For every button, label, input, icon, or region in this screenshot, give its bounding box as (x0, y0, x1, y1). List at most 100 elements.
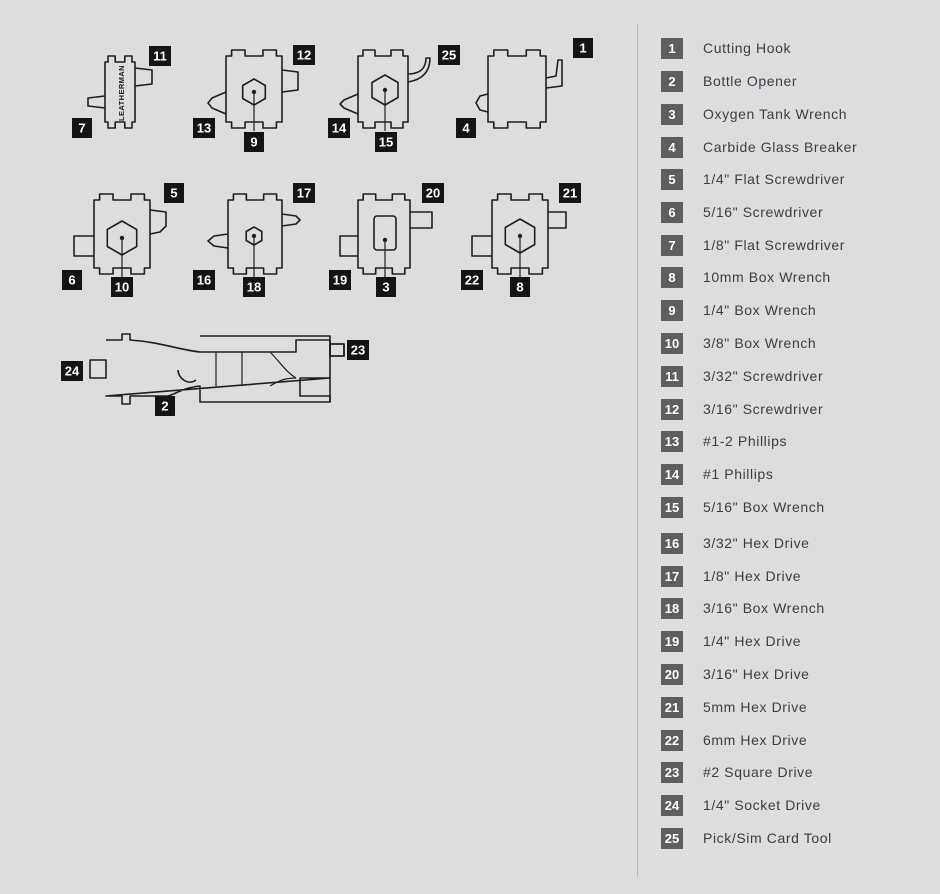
legend-label: 3/32" Hex Drive (703, 535, 810, 551)
legend-number: 19 (661, 630, 683, 652)
bottle-opener-frame (200, 335, 331, 402)
legend-item: 3 Oxygen Tank Wrench (661, 103, 847, 125)
legend-number: 22 (661, 729, 683, 751)
callout-number: 15 (379, 135, 393, 150)
callout-badge: 8 (510, 277, 530, 297)
callout-badge-bg (573, 38, 593, 58)
callout-badge-bg (328, 118, 350, 138)
hex-drive-tip (339, 235, 358, 257)
callout-number: 20 (426, 186, 440, 201)
tool-detail-line (269, 377, 297, 387)
legend-label: Carbide Glass Breaker (703, 139, 858, 155)
socket-drive-tip (89, 359, 107, 379)
legend-label: 3/8" Box Wrench (703, 335, 817, 351)
tool-body-e (93, 193, 151, 275)
callout-badge: 6 (62, 270, 82, 290)
callout-number: 23 (351, 343, 365, 358)
callout-badge: 23 (347, 340, 369, 360)
callout-badge-bg (155, 396, 175, 416)
callout-badge-bg (510, 277, 530, 297)
callout-badge: 7 (72, 118, 92, 138)
callout-number: 14 (332, 121, 347, 136)
legend-number: 12 (661, 398, 683, 420)
callout-badge-bg (193, 118, 215, 138)
legend-number: 7 (661, 234, 683, 256)
callout-badge: 20 (422, 183, 444, 203)
legend-label: 5mm Hex Drive (703, 699, 808, 715)
callout-badge-bg (375, 132, 397, 152)
callout-badge: 24 (61, 361, 83, 381)
legend-label: 3/16" Box Wrench (703, 600, 825, 616)
legend-number: 15 (661, 496, 683, 518)
bottle-opener-tool (105, 333, 345, 405)
legend-label: 6mm Hex Drive (703, 732, 808, 748)
hex-drive-tip (471, 235, 492, 257)
callout-badge: 5 (164, 183, 184, 203)
hex-drive-tip (281, 213, 301, 227)
pick-tool (407, 57, 431, 83)
legend-item: 10 3/8" Box Wrench (661, 332, 816, 354)
legend-item: 23#2 Square Drive (661, 761, 813, 783)
legend-number: 11 (661, 365, 683, 387)
legend-label: 1/4" Flat Screwdriver (703, 171, 846, 187)
callout-badge: 21 (559, 183, 581, 203)
legend-label: 1/4" Box Wrench (703, 302, 817, 318)
legend-item: 22 6mm Hex Drive (661, 729, 807, 751)
legend-item: 13#1-2 Phillips (661, 430, 787, 452)
legend-label: 1/4" Hex Drive (703, 633, 802, 649)
legend-number: 3 (661, 103, 683, 125)
callout-number: 25 (442, 48, 456, 63)
legend-label: #1-2 Phillips (703, 433, 788, 449)
callout-badge-bg (61, 361, 83, 381)
callout-badge-bg (149, 46, 171, 66)
callout-badge-bg (243, 277, 265, 297)
legend-number: 6 (661, 201, 683, 223)
legend-item: 19 1/4" Hex Drive (661, 630, 801, 652)
callout-badge: 19 (329, 270, 351, 290)
cutting-hook (545, 59, 563, 89)
legend-label: 1/8" Hex Drive (703, 568, 802, 584)
callout-number: 16 (197, 273, 211, 288)
hex-drive-tip (207, 233, 229, 249)
pointer-dot (251, 233, 257, 239)
legend-number: 25 (661, 827, 683, 849)
legend-number: 10 (661, 332, 683, 354)
legend-number: 17 (661, 565, 683, 587)
legend-number: 23 (661, 761, 683, 783)
callout-number: 4 (462, 121, 470, 136)
callout-badge: 10 (111, 277, 133, 297)
callout-badge-bg (347, 340, 369, 360)
callout-number: 19 (333, 273, 347, 288)
callout-number: 9 (250, 135, 257, 150)
legend-number: 20 (661, 663, 683, 685)
legend-label: Oxygen Tank Wrench (703, 106, 848, 122)
phillips-tip (339, 93, 359, 115)
tool-drawings: LEATHERMAN (73, 49, 567, 405)
hex-drive-tip (548, 211, 567, 229)
tool-body-a (104, 55, 136, 129)
legend-item: 17 1/8" Hex Drive (661, 565, 801, 587)
callout-number: 8 (516, 280, 523, 295)
legend-label: 10mm Box Wrench (703, 269, 831, 285)
legend-number: 18 (661, 597, 683, 619)
legend-label: #1 Phillips (703, 466, 774, 482)
callout-badge: 13 (193, 118, 215, 138)
legend-label: Bottle Opener (703, 73, 798, 89)
callout-number: 1 (579, 41, 586, 56)
callout-number: 3 (382, 280, 389, 295)
callout-number: 11 (153, 49, 167, 64)
tool-body-d (487, 49, 547, 129)
legend-label: 3/16" Screwdriver (703, 401, 824, 417)
callout-number: 2 (161, 399, 168, 414)
pointer-dot (517, 233, 523, 239)
callout-badge: 17 (293, 183, 315, 203)
callout-badge-bg (559, 183, 581, 203)
